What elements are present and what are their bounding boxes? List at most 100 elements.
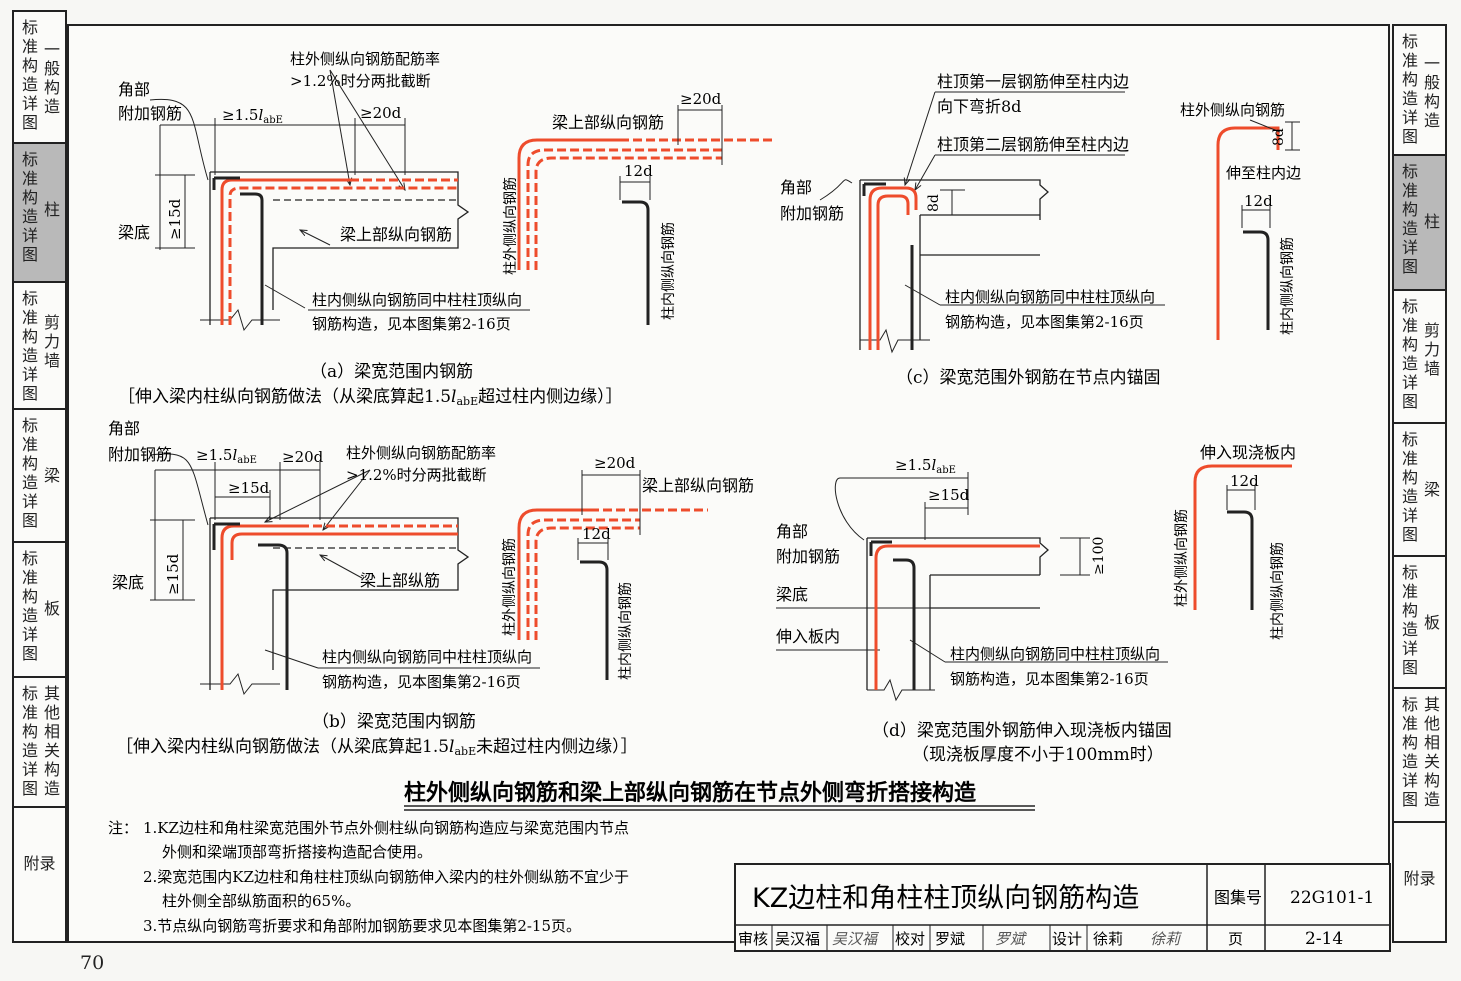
diagram-b-dim-15d: ≥15d xyxy=(164,553,182,595)
diagram-a-side-inner-rebar xyxy=(622,200,650,325)
diagram-b-side-inner-rebar xyxy=(580,560,609,680)
right-tab-appendix[interactable]: 附录 xyxy=(1403,869,1436,888)
diagram-b-side-inner-label: 柱内侧纵向钢筋 xyxy=(617,582,634,680)
diagram-b-side-outer-solid xyxy=(517,508,590,640)
diagram-a-corner-label-2: 附加钢筋 xyxy=(118,104,182,123)
title-block-design-label: 设计 xyxy=(1052,930,1082,948)
diagram-a-outer-rebar-solid xyxy=(220,178,350,325)
diagram-a-beam-top-label: 梁上部纵向钢筋 xyxy=(340,225,452,244)
diagram-a-corner-bar xyxy=(212,176,240,190)
diagram-b-callout-top: 柱外侧纵向钢筋配筋率 xyxy=(346,444,496,462)
left-tab-general[interactable]: 标准构造详图 一般构造 xyxy=(14,12,65,144)
diagram-a-dimensions xyxy=(149,69,405,309)
diagram-c-corner-bar xyxy=(862,182,886,196)
diagram-c-dim-8d: 8d xyxy=(926,194,942,212)
diagram-a-side-beam-dashed xyxy=(526,148,722,270)
diagram-d-side-outer-rebar xyxy=(1193,464,1292,610)
right-tab-other[interactable]: 标准构造详图 其他相关构造 xyxy=(1394,689,1445,823)
diagram-b-inner-note-1: 柱内侧纵向钢筋同中柱柱顶纵向 xyxy=(322,648,532,666)
drawing-sheet xyxy=(67,24,1390,943)
diagram-a-caption-2: ［伸入梁内柱纵向钢筋做法（从梁底算起1.5labE超过柱内侧边缘）］ xyxy=(118,387,623,408)
title-block-page-no: 2-14 xyxy=(1305,929,1343,949)
diagram-d-corner-label-1: 角部 xyxy=(776,522,808,541)
diagram-d-into-slab: 伸入板内 xyxy=(776,627,840,646)
title-block-check-label: 校对 xyxy=(895,930,925,948)
diagram-d: ≥1.5labE ≥15d 角部 附加钢筋 ≥100 梁底 伸入板内 柱内侧纵向… xyxy=(776,443,1296,765)
diagram-c-side-inner-rebar xyxy=(1243,230,1270,330)
right-tab-general[interactable]: 标准构造详图 一般构造 xyxy=(1394,26,1445,156)
notes-label: 注： xyxy=(108,819,138,837)
right-tab-column[interactable]: 标准构造详图 柱 xyxy=(1394,156,1445,291)
diagram-d-inner-note-1: 柱内侧纵向钢筋同中柱柱顶纵向 xyxy=(950,645,1160,663)
left-tab-column[interactable]: 标准构造详图 柱 xyxy=(14,144,65,283)
diagram-b-beam-bottom: 梁底 xyxy=(112,573,144,592)
diagram-c-corner-label-1: 角部 xyxy=(780,178,812,197)
left-tab-slab[interactable]: 标准构造详图 板 xyxy=(14,543,65,678)
diagram-a: 角部 附加钢筋 柱外侧纵向钢筋配筋率 >1.2%时分两批截断 ≥1.5labE … xyxy=(118,50,775,408)
note-line-1: 1.KZ边柱和角柱梁宽范围外节点外侧柱纵向钢筋构造应与梁宽范围内节点 xyxy=(143,819,629,837)
diagram-c-outer-rebar-1 xyxy=(868,186,918,350)
diagram-b-dim-len: ≥1.5labE xyxy=(196,446,257,466)
diagram-d-corner-label-2: 附加钢筋 xyxy=(776,547,840,566)
diagram-a-dim-15d: ≥15d xyxy=(166,198,184,240)
title-block-designer: 徐莉 xyxy=(1093,930,1123,948)
right-index-sidebar: 标准构造详图 一般构造 标准构造详图 柱 标准构造详图 剪力墙 标准构造详图 梁… xyxy=(1392,24,1447,943)
left-tab-shear-wall[interactable]: 标准构造详图 剪力墙 xyxy=(14,283,65,410)
diagram-c-note-1: 柱顶第一层钢筋伸至柱内边 xyxy=(937,72,1129,91)
diagram-b-dim-15d-h: ≥15d xyxy=(228,479,270,497)
diagram-d-side-inner-rebar xyxy=(1227,510,1254,610)
diagram-c-inner-note-2: 钢筋构造，见本图集第2-16页 xyxy=(945,313,1144,331)
diagram-b-outline xyxy=(200,517,470,696)
left-tab-beam[interactable]: 标准构造详图 梁 xyxy=(14,410,65,543)
diagram-c-corner-label-2: 附加钢筋 xyxy=(780,204,844,223)
diagram-a-inner-note-2: 钢筋构造，见本图集第2-16页 xyxy=(312,315,511,333)
diagram-d-inner-note-2: 钢筋构造，见本图集第2-16页 xyxy=(950,670,1149,688)
diagram-b-dim-20d: ≥20d xyxy=(282,448,324,466)
diagram-d-side-12d: 12d xyxy=(1230,472,1259,490)
diagram-d-outline xyxy=(866,537,1049,702)
diagram-a-caption: （a）梁宽范围内钢筋 xyxy=(310,362,473,382)
diagram-d-side-inner-label: 柱内侧纵向钢筋 xyxy=(1269,542,1286,640)
diagram-c-side-12d: 12d xyxy=(1244,192,1273,210)
diagram-a-callout-top: 柱外侧纵向钢筋配筋率 xyxy=(290,50,440,68)
diagram-d-caption-2: （现浇板厚度不小于100mm时） xyxy=(912,745,1164,765)
diagram-b-corner-bar xyxy=(212,522,240,550)
diagram-c-note-1b: 向下弯折8d xyxy=(937,97,1021,116)
page-number: 70 xyxy=(80,952,105,974)
diagram-a-side-outer-solid xyxy=(517,138,620,270)
right-tab-beam[interactable]: 标准构造详图 梁 xyxy=(1394,424,1445,557)
diagram-d-dim-100: ≥100 xyxy=(1091,537,1107,575)
diagram-d-dimensions xyxy=(776,472,1090,663)
diagram-c-side-8d: 8d xyxy=(1271,128,1287,146)
diagram-a-corner-label-1: 角部 xyxy=(118,80,150,99)
diagram-c-dimensions xyxy=(819,91,1125,306)
diagram-a-side-beam-top: 梁上部纵向钢筋 xyxy=(552,113,664,132)
diagram-b-side-20d: ≥20d xyxy=(594,454,636,472)
diagram-a-inner-note-1: 柱内侧纵向钢筋同中柱柱顶纵向 xyxy=(312,291,522,309)
diagram-a-dim-len: ≥1.5labE xyxy=(222,106,283,126)
diagram-a-side-20d: ≥20d xyxy=(680,90,722,108)
right-tab-shear-wall[interactable]: 标准构造详图 剪力墙 xyxy=(1394,291,1445,424)
diagram-d-inner-rebar xyxy=(893,558,916,690)
title-block-page-label: 页 xyxy=(1228,930,1243,948)
right-tab-slab[interactable]: 标准构造详图 板 xyxy=(1394,557,1445,689)
left-tab-other[interactable]: 标准构造详图 其他相关构造 xyxy=(14,678,65,808)
diagram-b-side-beam-dashed xyxy=(526,518,640,640)
diagram-b-side-outer-label: 柱外侧纵向钢筋 xyxy=(501,538,518,636)
diagram-a-outline xyxy=(200,171,470,332)
title-block-title: KZ边柱和角柱柱顶纵向钢筋构造 xyxy=(752,883,1139,914)
diagram-b-outer-rebar-solid xyxy=(220,524,300,690)
diagram-b-beam-top-rebar xyxy=(230,532,458,560)
note-line-2: 外侧和梁端顶部弯折搭接构造配合使用。 xyxy=(162,843,432,861)
diagram-d-corner-bar xyxy=(869,540,892,556)
title-block-atlas-no: 22G101-1 xyxy=(1290,888,1374,908)
left-index-sidebar: 标准构造详图 一般构造 标准构造详图 柱 标准构造详图 剪力墙 标准构造详图 梁… xyxy=(12,10,67,943)
diagram-d-outer-rebar xyxy=(874,544,1040,690)
diagram-a-side-outer-label: 柱外侧纵向钢筋 xyxy=(502,177,519,275)
left-tab-appendix[interactable]: 附录 xyxy=(23,854,56,873)
diagram-c-side-extend: 伸至柱内边 xyxy=(1226,164,1301,182)
diagram-a-side-inner-label: 柱内侧纵向钢筋 xyxy=(660,222,677,320)
diagram-b-inner-note-2: 钢筋构造，见本图集第2-16页 xyxy=(322,673,521,691)
diagram-c-outer-rebar-2 xyxy=(876,194,910,350)
diagram-d-dim-15d: ≥15d xyxy=(928,486,970,504)
